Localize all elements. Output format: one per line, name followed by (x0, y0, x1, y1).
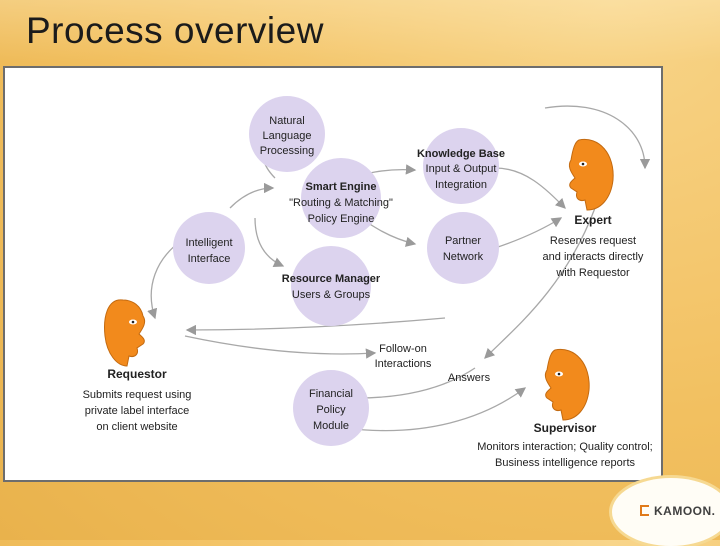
slide-title: Process overview (26, 10, 324, 51)
expert-line-1: Reserves request (550, 235, 636, 247)
partner-line-1: Partner (445, 235, 481, 247)
title-band (0, 0, 720, 62)
supervisor-face-icon (544, 348, 590, 421)
arrow-engine-to-resource (254, 217, 285, 268)
requestor-line-2: private label interface (85, 405, 190, 417)
arrow-followon-to-requestor (185, 317, 446, 336)
resource-manager-title: Resource Manager (282, 273, 381, 285)
expert-title: Expert (574, 213, 611, 227)
smart-engine-line-1: "Routing & Matching" (289, 197, 393, 209)
expert-line-3: with Requestor (555, 267, 630, 279)
supervisor-title: Supervisor (534, 421, 597, 435)
node-smart-engine: Smart Engine "Routing & Matching" Policy… (289, 158, 393, 238)
requestor-line-3: on client website (96, 421, 177, 433)
arrow-expert-to-answers (484, 207, 596, 359)
nlp-line-1: Natural (269, 115, 304, 127)
expert-line-2: and interacts directly (543, 251, 644, 263)
partner-line-2: Network (443, 251, 484, 263)
arrow-finance-to-expert (344, 387, 527, 432)
resource-manager-line-1: Users & Groups (292, 289, 371, 301)
node-resource-manager: Resource Manager Users & Groups (282, 246, 381, 326)
smart-engine-line-2: Policy Engine (308, 213, 375, 225)
finance-line-2: Policy (316, 404, 346, 416)
nlp-line-3: Processing (260, 145, 314, 157)
supervisor-line-1: Monitors interaction; Quality control; (477, 441, 652, 453)
kb-line-2: Integration (435, 179, 487, 191)
arrow-interface-to-engine (229, 182, 275, 209)
follow-on-line-1: Follow-on (379, 343, 427, 355)
arrow-requestor-to-followon (184, 335, 377, 359)
node-intelligent-interface: Intelligent Interface (173, 212, 245, 284)
finance-line-3: Module (313, 420, 349, 432)
finance-line-1: Financial (309, 388, 353, 400)
kb-line-1: Input & Output (426, 163, 497, 175)
node-financial-policy: Financial Policy Module (293, 370, 369, 446)
interface-line-1: Intelligent (185, 237, 232, 249)
nlp-line-2: Language (263, 130, 312, 142)
kamoon-logo-text: KAMOON. (654, 504, 716, 518)
answers-label: Answers (448, 372, 491, 384)
follow-on-line-2: Interactions (375, 358, 432, 370)
interface-line-2: Interface (188, 253, 231, 265)
requestor-title: Requestor (107, 367, 167, 381)
node-nlp: Natural Language Processing (249, 96, 325, 172)
supervisor-line-2: Business intelligence reports (495, 457, 636, 469)
arrow-answers-to-finance (355, 367, 476, 404)
arrow-expert-loop (544, 105, 651, 170)
requestor-face-icon (104, 299, 146, 367)
arrow-kb-to-expert (494, 167, 566, 209)
expert-label: Expert Reserves request and interacts di… (543, 213, 644, 279)
kamoon-logo-badge (612, 478, 720, 546)
process-diagram: Natural Language Processing Smart Engine… (83, 96, 653, 469)
expert-face-icon (568, 138, 614, 211)
diagram-panel: Natural Language Processing Smart Engine… (3, 66, 663, 482)
supervisor-label: Supervisor Monitors interaction; Quality… (477, 421, 652, 469)
arrow-partner-to-expert (494, 217, 563, 249)
node-partner-network: Partner Network (427, 212, 499, 284)
requestor-line-1: Submits request using (83, 389, 192, 401)
smart-engine-title: Smart Engine (306, 181, 377, 193)
node-knowledge-base: Knowledge Base Input & Output Integratio… (417, 128, 505, 204)
kamoon-logo-mark-icon (640, 505, 649, 516)
requestor-label: Requestor Submits request using private … (83, 367, 192, 433)
kb-title: Knowledge Base (417, 148, 505, 160)
